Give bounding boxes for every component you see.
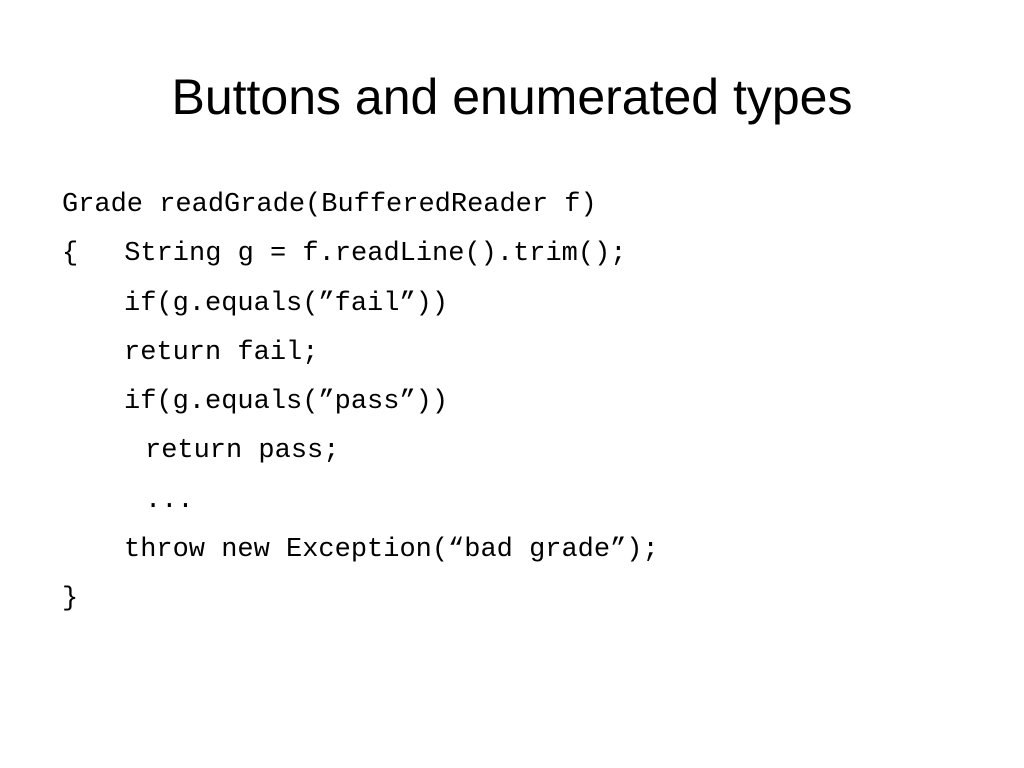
code-line: if(g.equals(”pass”)): [62, 378, 992, 427]
code-line-text: Grade readGrade(BufferedReader f): [62, 190, 597, 220]
code-line-text: return fail;: [124, 337, 319, 368]
code-line-text: throw new Exception(“bad grade”);: [124, 535, 659, 566]
slide-title: Buttons and enumerated types: [171, 69, 853, 125]
code-line: if(g.equals(”fail”)): [62, 280, 992, 329]
code-brace-open: {: [62, 239, 79, 270]
code-line: ...: [62, 477, 992, 526]
code-line-text: return pass;: [145, 436, 340, 467]
code-block: Grade readGrade(BufferedReader f) { Strin…: [62, 181, 992, 625]
code-line: }: [62, 575, 992, 624]
code-line-text: if(g.equals(”pass”)): [124, 387, 449, 418]
code-line: return pass;: [62, 427, 992, 476]
code-line: return fail;: [62, 329, 992, 378]
code-line-text: ...: [145, 485, 194, 516]
code-line: Grade readGrade(BufferedReader f): [62, 181, 992, 230]
code-line-text: if(g.equals(”fail”)): [124, 288, 449, 319]
code-line: { String g = f.readLine().trim();: [62, 230, 992, 279]
code-line: throw new Exception(“bad grade”);: [62, 526, 992, 575]
code-line-text: String g = f.readLine().trim();: [124, 239, 627, 270]
code-brace-close: }: [62, 584, 79, 615]
